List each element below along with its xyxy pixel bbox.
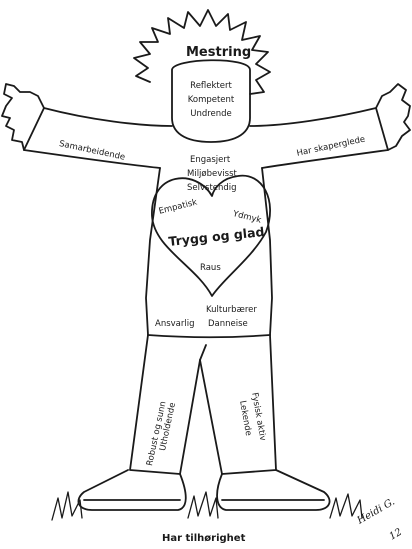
heart-word-generous: Raus [200, 264, 221, 273]
face-word-2: Kompetent [171, 96, 251, 105]
leg-split [200, 345, 206, 360]
grass-left [52, 492, 82, 520]
formation-label: Danneise [208, 320, 248, 329]
right-shoe [217, 470, 329, 510]
belt-line [148, 335, 270, 337]
face-word-1: Reflektert [171, 82, 251, 91]
responsible-label: Ansvarlig [155, 320, 194, 329]
torso-word-3: Selvstendig [187, 184, 237, 193]
culture-bearer-label: Kulturbærer [206, 306, 257, 315]
grass-right [330, 494, 362, 518]
shirt-left-side [146, 168, 160, 335]
face-word-3: Undrende [171, 110, 251, 119]
head-title: Mestring [186, 46, 251, 59]
arms-outline-right [250, 108, 388, 168]
left-hand [2, 84, 44, 150]
arms-outline [24, 108, 172, 168]
left-shoe [78, 470, 185, 510]
grass-mid [188, 492, 218, 518]
right-hand [376, 84, 410, 150]
torso-word-2: Miljøbevisst [187, 170, 237, 179]
torso-word-1: Engasjert [190, 156, 230, 165]
bottom-caption: Har tilhørighet [162, 534, 245, 544]
